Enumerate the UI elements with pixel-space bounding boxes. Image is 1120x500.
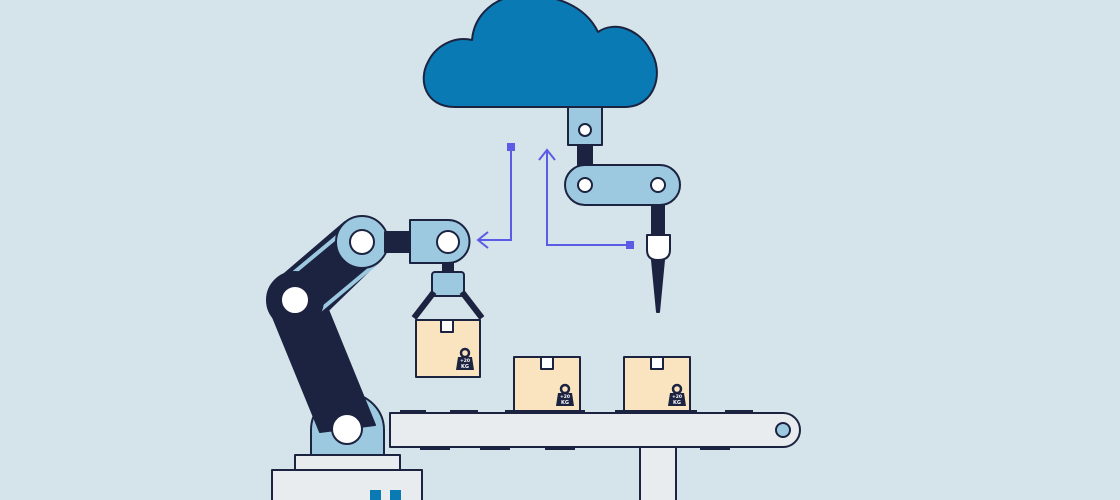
cloud-arm-segment [564,164,681,206]
weight-icon: +20 KG [456,347,474,370]
weight-icon: +20 KG [668,383,686,406]
conveyor-leg [639,446,677,500]
svg-text:+20: +20 [672,394,682,400]
package-box [415,319,481,378]
weight-icon: +20 KG [556,383,574,406]
cloud-icon [422,0,658,108]
data-flow-arrows [476,143,634,249]
svg-text:+20: +20 [460,358,470,364]
svg-text:KG: KG [673,400,681,406]
robot-gripper [431,271,465,297]
svg-text:+20: +20 [560,394,570,400]
svg-text:KG: KG [561,400,569,406]
conveyor-belt [389,412,801,448]
svg-text:KG: KG [461,364,469,370]
needle-tool-icon [646,234,671,261]
